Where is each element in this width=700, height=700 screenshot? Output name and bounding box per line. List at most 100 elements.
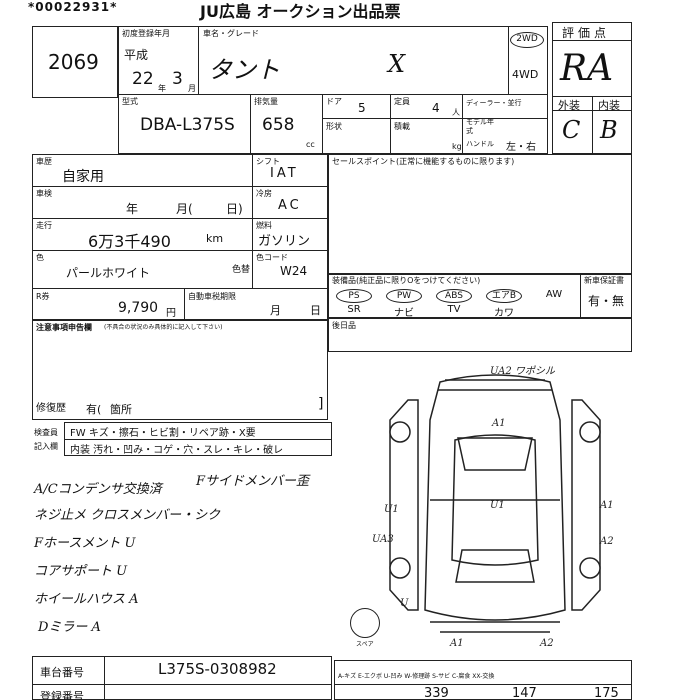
color-code-label: 色コード <box>256 253 288 262</box>
fuel-label: 燃料 <box>256 221 272 230</box>
length: 339 <box>424 686 449 700</box>
later-parts-label: 後日品 <box>332 321 356 330</box>
notes-sub: (不具合の状況のみ具体的に記入して下さい) <box>104 324 223 331</box>
sales-point-box <box>328 154 632 274</box>
handwritten-note-6: Dミラー A <box>38 620 101 635</box>
front-bumper <box>438 379 552 391</box>
notes-label: 注意事項申告欄 <box>36 323 92 332</box>
interior-label: 内装 <box>598 99 620 112</box>
repair-history-value: 有( <box>86 403 102 416</box>
car-damage-diagram: UA2 ワポシル A1 U1 U1 A1 UA3 A2 U A1 A2 <box>372 365 614 649</box>
equip-navi: ナビ <box>394 308 414 319</box>
mark-a1-hood: A1 <box>491 418 506 429</box>
aircon-label: 冷房 <box>256 189 272 198</box>
car-roof-outline <box>451 434 539 566</box>
windshield <box>457 437 533 471</box>
inspection-month-unit: 月( <box>176 202 193 216</box>
inspection-label: 車検 <box>36 189 52 198</box>
lot-number: 2069 <box>48 50 99 74</box>
drive-2wd: 2WD <box>510 32 544 48</box>
color-code-value: W24 <box>280 264 308 278</box>
steering-label: ハンドル <box>466 140 494 148</box>
sales-point-label: セールスポイント(正常に機能するものに限ります) <box>332 157 515 166</box>
auction-title: JU広島 オークション出品票 <box>200 2 401 21</box>
legend-row-1: FW キズ・擦石・ヒビ割・リペア跡・X要 <box>70 428 256 439</box>
warranty-label: 新車保証書 <box>584 276 624 285</box>
registration-label: 登録番号 <box>40 690 84 700</box>
equip-abs: ABS <box>436 289 472 303</box>
rear-window <box>455 549 535 583</box>
wheel-rear-left <box>389 557 411 579</box>
equip-leather: カワ <box>494 308 514 319</box>
car-top-outline <box>424 374 566 621</box>
equip-airbag: エアB <box>486 289 522 303</box>
doors-label: ドア <box>326 97 342 106</box>
exterior-label: 外装 <box>558 99 580 112</box>
details-box <box>32 154 328 320</box>
side-member-note: Fサイドメンバー歪 <box>196 474 310 489</box>
equip-aw: AW <box>545 289 563 300</box>
equip-sr: SR <box>347 304 361 315</box>
mark-u-rear-left: U <box>400 598 409 609</box>
drive-4wd: 4WD <box>512 68 539 81</box>
equip-pw: PW <box>386 289 422 303</box>
bottom-codes: A-キズ E-エクボ U-凹み W-修理跡 S-サビ C-腐食 XX-交換 <box>338 673 495 680</box>
lot-number-box <box>32 26 118 98</box>
repair-history-label: 修復歴 <box>36 403 66 414</box>
first-reg-label: 初度登録年月 <box>122 29 170 38</box>
color-number-label: 色替 <box>232 265 251 275</box>
mileage-value: 6万3千490 <box>88 232 171 251</box>
mileage-unit: km <box>206 232 224 245</box>
exterior-grade: C <box>562 116 581 144</box>
grade-score: RA <box>560 48 614 89</box>
mark-a2-rear: A2 <box>539 638 554 649</box>
tax-month: 月 <box>270 304 281 317</box>
notes-box <box>32 320 328 420</box>
doors-value: 5 <box>358 101 366 115</box>
mark-u1-roof: U1 <box>490 500 505 511</box>
equip-tv: TV <box>447 304 461 315</box>
steering-value: 左・右 <box>506 142 536 153</box>
color-value: パールホワイト <box>66 266 151 280</box>
recycle-unit: 円 <box>166 308 176 319</box>
recycle-value: 9,790 <box>118 300 159 316</box>
month-unit: 月 <box>188 84 196 93</box>
mark-a2-right: A2 <box>599 536 614 547</box>
interior-grade: B <box>600 116 618 144</box>
left-side-outline <box>389 399 419 611</box>
fuel-value: ガソリン <box>258 234 311 249</box>
history-value: 自家用 <box>62 169 104 185</box>
era: 平成 <box>124 48 149 62</box>
inspector-label-2: 記入欄 <box>34 442 58 451</box>
equip-ps: PS <box>336 289 372 303</box>
equipment-box <box>328 274 632 318</box>
displacement-label: 排気量 <box>254 97 278 106</box>
rear-bumper <box>430 621 560 633</box>
handwritten-note-4: コアサポート U <box>34 564 128 579</box>
wheel-rear-right <box>579 557 601 579</box>
spare-label: スペア <box>356 641 374 648</box>
height: 175 <box>594 686 619 700</box>
bracket: ] <box>318 396 324 412</box>
dealer-label: ディーラー・並行 <box>466 99 522 107</box>
car-name-label: 車名・グレード <box>203 29 259 38</box>
year-unit: 年 <box>158 84 166 93</box>
mark-ua3: UA3 <box>372 534 394 545</box>
equipment-label: 装備品(純正品に限りOをつけてください) <box>332 276 481 285</box>
model-label: 型式 <box>122 97 138 106</box>
top-info-box <box>118 26 548 154</box>
mark-a1-rear: A1 <box>449 638 464 649</box>
load-unit: kg <box>452 142 462 151</box>
warranty-value: 有・無 <box>588 294 625 308</box>
history-label: 車歴 <box>36 157 52 166</box>
mileage-label: 走行 <box>36 221 52 230</box>
shift-label: シフト <box>256 157 280 166</box>
width: 147 <box>512 686 537 700</box>
legend-row-2: 内装 汚れ・凹み・コゲ・穴・スレ・キレ・破レ <box>70 445 284 456</box>
recycle-label: R券 <box>36 292 50 301</box>
inspection-day-unit: 日) <box>226 202 243 216</box>
car-name: タント <box>208 56 280 84</box>
spare-tire-circle <box>350 608 380 638</box>
shift-value: IAT <box>270 166 299 181</box>
aircon-value: AC <box>278 198 302 213</box>
